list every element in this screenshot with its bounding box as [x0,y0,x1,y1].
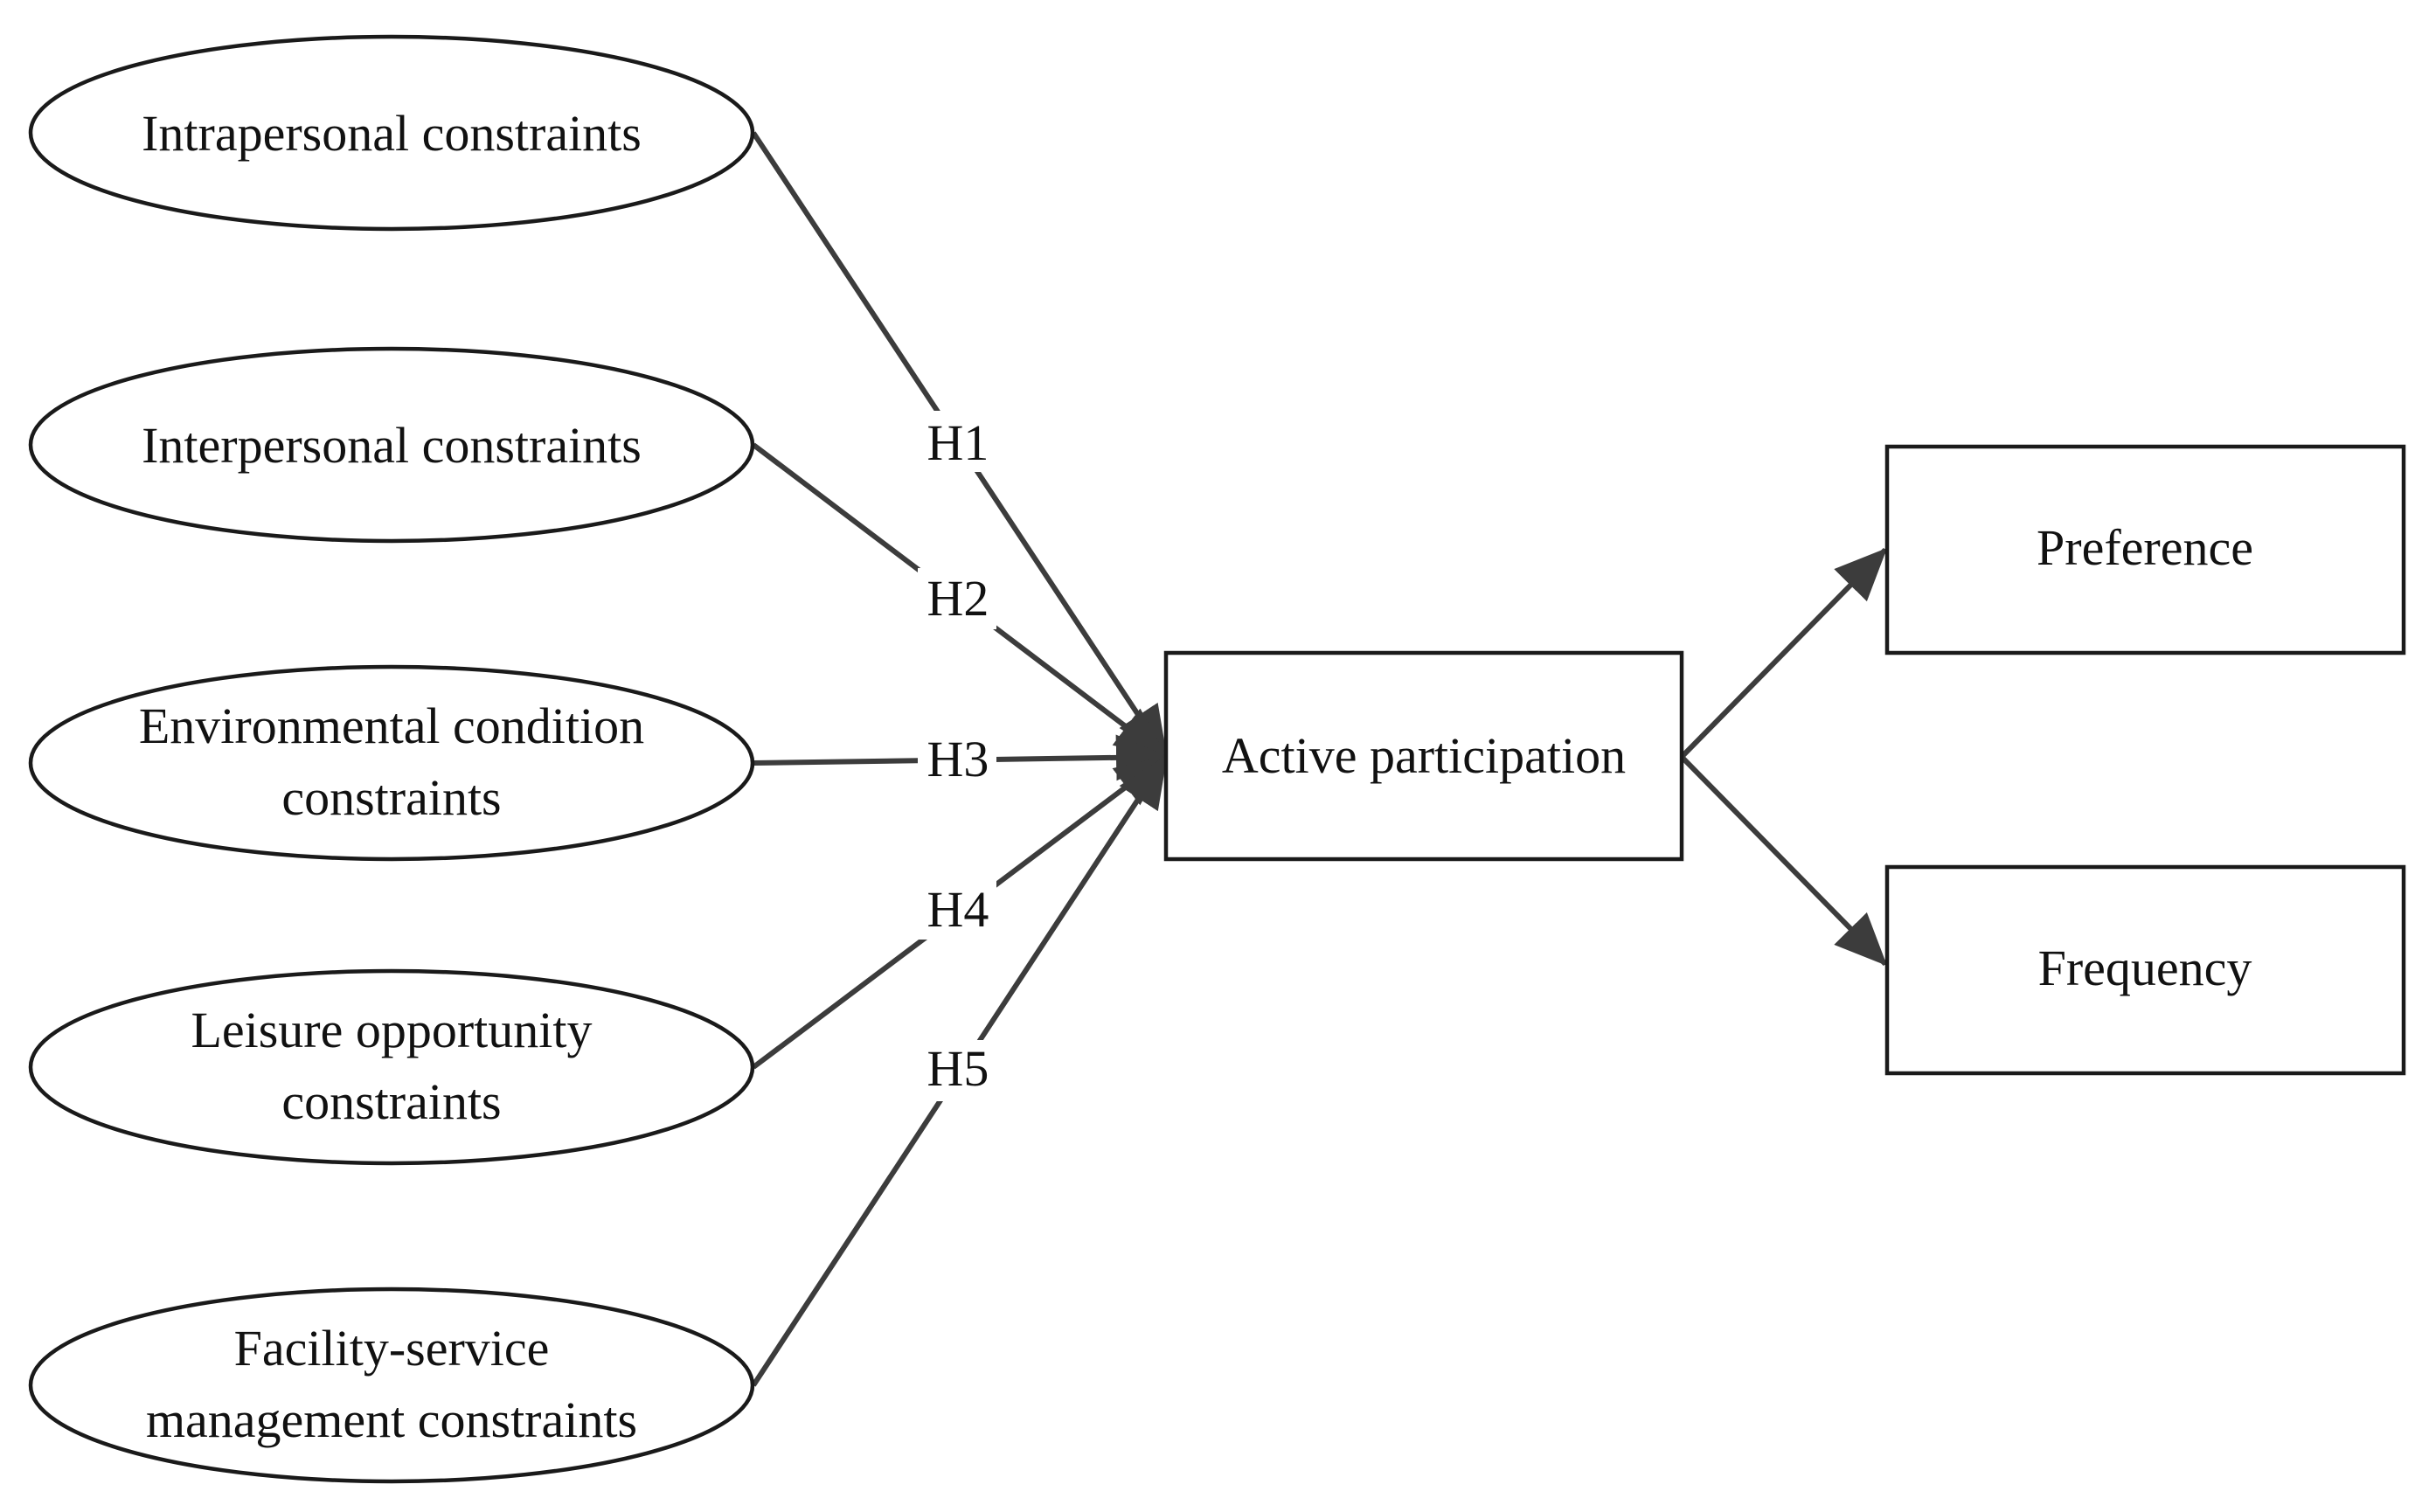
node-environmental-label-line1: Environmental condition [139,697,644,754]
edge-label-bg-h5 [918,1040,996,1101]
node-environmental-label-line2: constraints [281,769,501,826]
node-intrapersonal-label: Intrapersonal constraints [142,105,642,162]
node-leisure-opportunity-constraints: Leisure opportunity constraints [28,968,755,1166]
node-leisure-label-line2: constraints [281,1073,501,1130]
edge-active-preference [1679,547,1888,759]
node-frequency-label: Frequency [2038,940,2252,996]
edge-label-h4: H4 [927,881,989,938]
edge-label-bg-h4 [918,878,996,940]
edge-label-h3: H3 [927,731,989,787]
edge-labels-layer: H1 H2 H3 H4 H5 [918,411,996,1101]
node-preference: Preference [1884,444,2406,655]
node-interpersonal-label: Interpersonal constraints [142,417,642,474]
node-facility-label-line2: management constraints [146,1391,637,1448]
edge-label-bg-h3 [918,730,996,791]
node-leisure-label-line1: Leisure opportunity [191,1002,592,1058]
node-environmental-condition-constraints: Environmental condition constraints [28,664,755,862]
node-interpersonal-constraints: Interpersonal constraints [28,346,755,544]
node-frequency: Frequency [1884,864,2406,1076]
ellipse-nodes: Intrapersonal constraints Interpersonal … [28,34,755,1484]
edge-label-bg-h2 [918,568,996,629]
rect-nodes: Active participation Preference Frequenc… [1163,444,2406,1076]
edge-active-frequency [1679,754,1888,967]
node-active-participation: Active participation [1163,650,1684,862]
edge-label-bg-h1 [918,411,996,472]
node-facility-label-line1: Facility-service [234,1320,550,1377]
node-active-label: Active participation [1222,727,1626,784]
edge-label-h5: H5 [927,1040,989,1097]
node-intrapersonal-constraints: Intrapersonal constraints [28,34,755,232]
node-preference-label: Preference [2037,519,2253,576]
node-facility-service-management-constraints: Facility-service management constraints [28,1287,755,1484]
edge-label-h2: H2 [927,570,989,627]
edge-label-h1: H1 [927,414,989,471]
